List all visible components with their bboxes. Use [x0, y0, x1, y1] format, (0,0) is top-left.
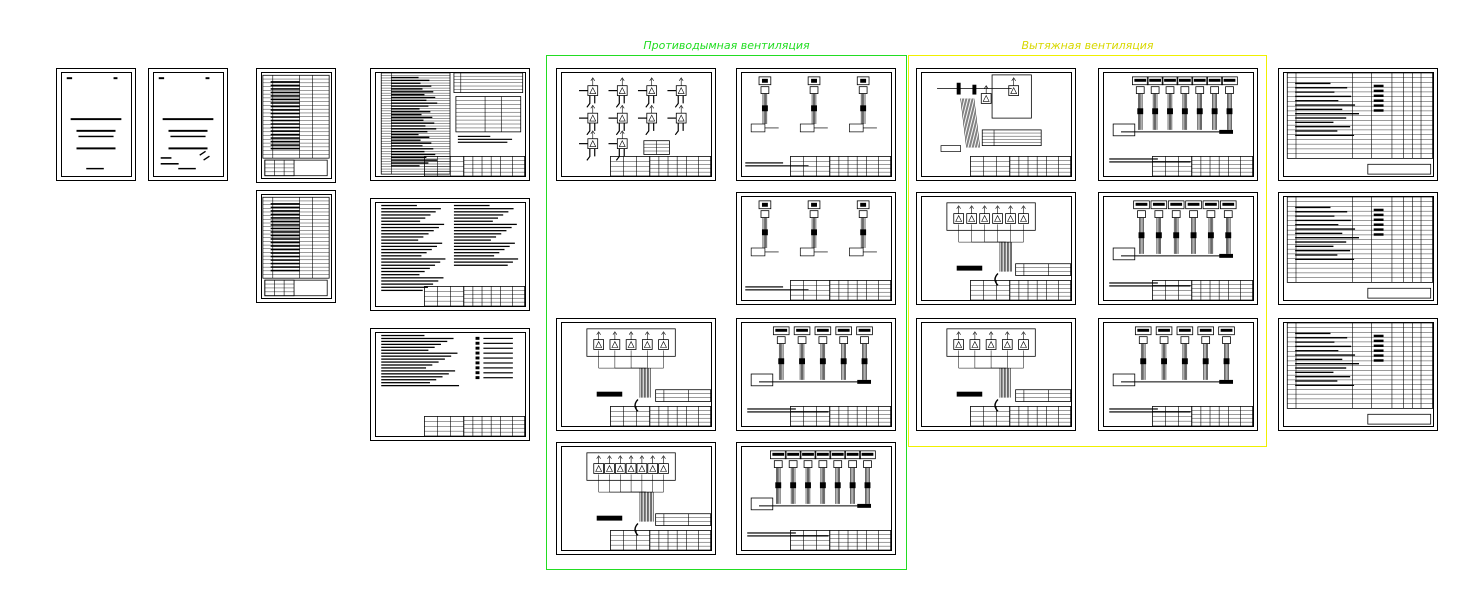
sheet-drawing — [380, 72, 526, 177]
drawing-sheet[interactable] — [916, 318, 1076, 431]
drawing-sheet[interactable] — [916, 68, 1076, 181]
drawing-sheet[interactable] — [1098, 318, 1258, 431]
drawing-sheet[interactable] — [556, 318, 716, 431]
sheet-border — [375, 72, 526, 177]
drawing-sheet[interactable] — [56, 68, 136, 181]
sheet-drawing — [586, 328, 712, 427]
sheet-drawing — [745, 200, 892, 301]
exhaust-ventilation-title: Вытяжная вентиляция — [1021, 39, 1154, 52]
drawing-sheet[interactable] — [736, 192, 896, 305]
sheet-border — [1283, 196, 1434, 301]
sheet-border — [375, 332, 526, 437]
drawing-sheet[interactable] — [256, 190, 336, 303]
sheet-drawing — [946, 328, 1072, 427]
sheet-drawing — [1286, 196, 1434, 299]
sheet-border — [1103, 196, 1254, 301]
drawing-sheet[interactable] — [736, 318, 896, 431]
sheet-drawing — [381, 204, 526, 307]
sheet-border — [1103, 322, 1254, 427]
sheet-drawing — [381, 334, 526, 437]
sheet-border — [153, 72, 224, 177]
drawing-sheet[interactable] — [1278, 318, 1438, 431]
drawing-sheet[interactable] — [1278, 68, 1438, 181]
sheet-drawing — [946, 202, 1072, 301]
sheet-drawing — [1109, 326, 1254, 427]
sheet-drawing — [1109, 76, 1254, 177]
sheet-border — [1283, 72, 1434, 177]
sheet-border — [261, 72, 332, 179]
sheet-drawing — [745, 76, 892, 177]
sheet-border — [921, 72, 1072, 177]
drawing-sheet[interactable] — [556, 68, 716, 181]
sheet-border — [921, 322, 1072, 427]
sheet-drawing — [66, 77, 122, 170]
sheet-drawing — [1286, 72, 1434, 175]
drawing-sheet[interactable] — [370, 328, 530, 441]
smoke-ventilation-title: Противодымная вентиляция — [643, 39, 810, 52]
sheet-drawing — [1109, 200, 1254, 301]
drawing-sheet[interactable] — [370, 68, 530, 181]
sheet-drawing — [747, 450, 892, 551]
sheet-border — [561, 446, 712, 551]
sheet-drawing — [158, 77, 214, 170]
sheet-border — [741, 446, 892, 551]
sheet-drawing — [586, 452, 712, 551]
sheet-drawing — [937, 74, 1072, 177]
sheet-border — [741, 72, 892, 177]
sheet-drawing — [262, 196, 330, 297]
drawing-sheet[interactable] — [1098, 68, 1258, 181]
drawing-sheet[interactable] — [916, 192, 1076, 305]
sheet-drawing — [262, 74, 330, 177]
drawing-sheet[interactable] — [1278, 192, 1438, 305]
sheet-drawing — [579, 77, 712, 177]
drawing-sheet[interactable] — [556, 442, 716, 555]
sheet-border — [61, 72, 132, 177]
sheet-border — [741, 196, 892, 301]
sheet-border — [741, 322, 892, 427]
drawing-sheet[interactable] — [148, 68, 228, 181]
sheet-border — [1283, 322, 1434, 427]
sheet-drawing — [747, 326, 892, 427]
drawing-sheet[interactable] — [370, 198, 530, 311]
sheet-border — [261, 194, 332, 299]
smoke-ventilation-group: Противодымная вентиляция — [546, 39, 907, 570]
sheet-border — [561, 322, 712, 427]
sheet-border — [1103, 72, 1254, 177]
drawing-sheet[interactable] — [736, 68, 896, 181]
drawing-sheet[interactable] — [1098, 192, 1258, 305]
sheet-drawing — [1286, 322, 1434, 425]
drawing-sheet[interactable] — [736, 442, 896, 555]
drawing-sheet[interactable] — [256, 68, 336, 183]
sheet-border — [561, 72, 712, 177]
sheet-border — [375, 202, 526, 307]
sheet-border — [921, 196, 1072, 301]
exhaust-ventilation-group: Вытяжная вентиляция — [908, 39, 1267, 447]
